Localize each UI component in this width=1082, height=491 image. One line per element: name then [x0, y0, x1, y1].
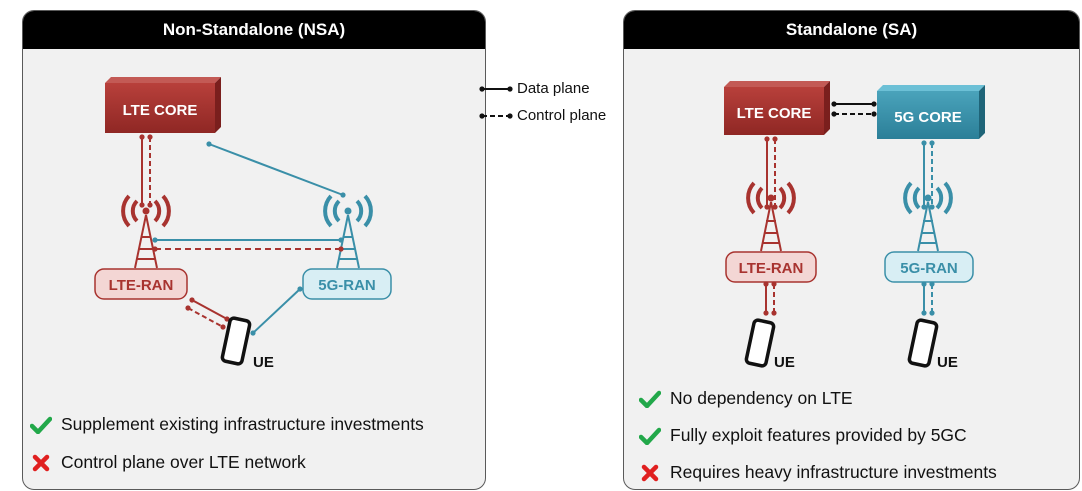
sa-lte-ran-node: LTE-RAN: [725, 251, 817, 283]
sa-5g-ran-label: 5G-RAN: [900, 260, 958, 277]
5g-ran-label: 5G-RAN: [318, 277, 376, 294]
lte-core-node: LTE CORE: [105, 77, 221, 133]
nsa-note-2: Control plane over LTE network: [29, 452, 306, 473]
lte-core-label: LTE CORE: [123, 102, 198, 119]
nsa-note-1-text: Supplement existing infrastructure inves…: [61, 414, 424, 434]
sa-lte-core-node: LTE CORE: [724, 81, 830, 135]
check-icon: [638, 427, 662, 445]
cross-icon: [638, 464, 662, 482]
lte-core-to-5g-core-links: [831, 101, 877, 117]
sa-note-3: Requires heavy infrastructure investment…: [638, 462, 997, 483]
5g-core-to-5g-ran-links: [921, 140, 935, 210]
sa-note-1-text: No dependency on LTE: [670, 388, 853, 408]
dashed-line-icon: [479, 112, 513, 119]
lte-core-to-5g-ran-link: [206, 141, 346, 198]
legend-control-plane-label: Control plane: [517, 107, 607, 124]
lte-ran-label: LTE-RAN: [109, 277, 174, 294]
cross-icon: [29, 454, 53, 472]
legend-control-plane: Control plane: [479, 107, 606, 124]
sa-ue-phone-5g-icon: UE: [907, 318, 958, 371]
sa-lte-tower-icon: [746, 181, 796, 252]
nsa-note-2-text: Control plane over LTE network: [61, 452, 306, 472]
sa-note-3-text: Requires heavy infrastructure investment…: [670, 462, 997, 482]
lte-ran-to-5g-ran-links: [152, 237, 344, 252]
sa-lte-core-label: LTE CORE: [737, 105, 812, 122]
lte-core-to-lte-ran-links: [139, 134, 153, 208]
lte-ran-node: LTE-RAN: [94, 268, 188, 300]
sa-ue-5g-label: UE: [937, 354, 958, 371]
nsa-note-1: Supplement existing infrastructure inves…: [29, 414, 424, 435]
5g-ran-to-ue-link: [250, 286, 303, 336]
check-icon: [638, 390, 662, 408]
lte-ran-to-ue-links: [185, 297, 230, 330]
5g-tower-icon: [323, 194, 373, 269]
sa-lte-ran-to-ue-links: [763, 281, 777, 316]
solid-line-icon: [479, 85, 513, 92]
legend-data-plane-label: Data plane: [517, 80, 590, 97]
lte-tower-icon: [121, 194, 171, 269]
check-icon: [29, 416, 53, 434]
sa-panel: Standalone (SA) LTE CORE 5G CORE: [623, 10, 1080, 490]
sa-lte-core-to-lte-ran-links: [764, 136, 778, 210]
sa-note-1: No dependency on LTE: [638, 388, 853, 409]
5g-core-node: 5G CORE: [877, 85, 985, 139]
sa-note-2-text: Fully exploit features provided by 5GC: [670, 425, 967, 445]
sa-ue-lte-label: UE: [774, 354, 795, 371]
sa-title: Standalone (SA): [624, 11, 1079, 49]
sa-diagram: LTE CORE 5G CORE: [724, 81, 985, 371]
sa-5g-ran-to-ue-links: [921, 281, 935, 316]
sa-ue-phone-lte-icon: UE: [744, 318, 795, 371]
sa-lte-ran-label: LTE-RAN: [739, 260, 804, 277]
ue-phone-icon: UE: [220, 316, 274, 371]
legend-data-plane: Data plane: [479, 80, 590, 97]
nsa-diagram: LTE CORE: [94, 77, 392, 371]
5g-core-label: 5G CORE: [894, 109, 962, 126]
nsa-title: Non-Standalone (NSA): [23, 11, 485, 49]
sa-5g-ran-node: 5G-RAN: [884, 251, 974, 283]
nsa-panel: Non-Standalone (NSA) LTE CORE: [22, 10, 486, 490]
sa-note-2: Fully exploit features provided by 5GC: [638, 425, 967, 446]
sa-5g-tower-icon: [903, 181, 953, 252]
ue-label: UE: [253, 354, 274, 371]
5g-ran-node: 5G-RAN: [302, 268, 392, 300]
